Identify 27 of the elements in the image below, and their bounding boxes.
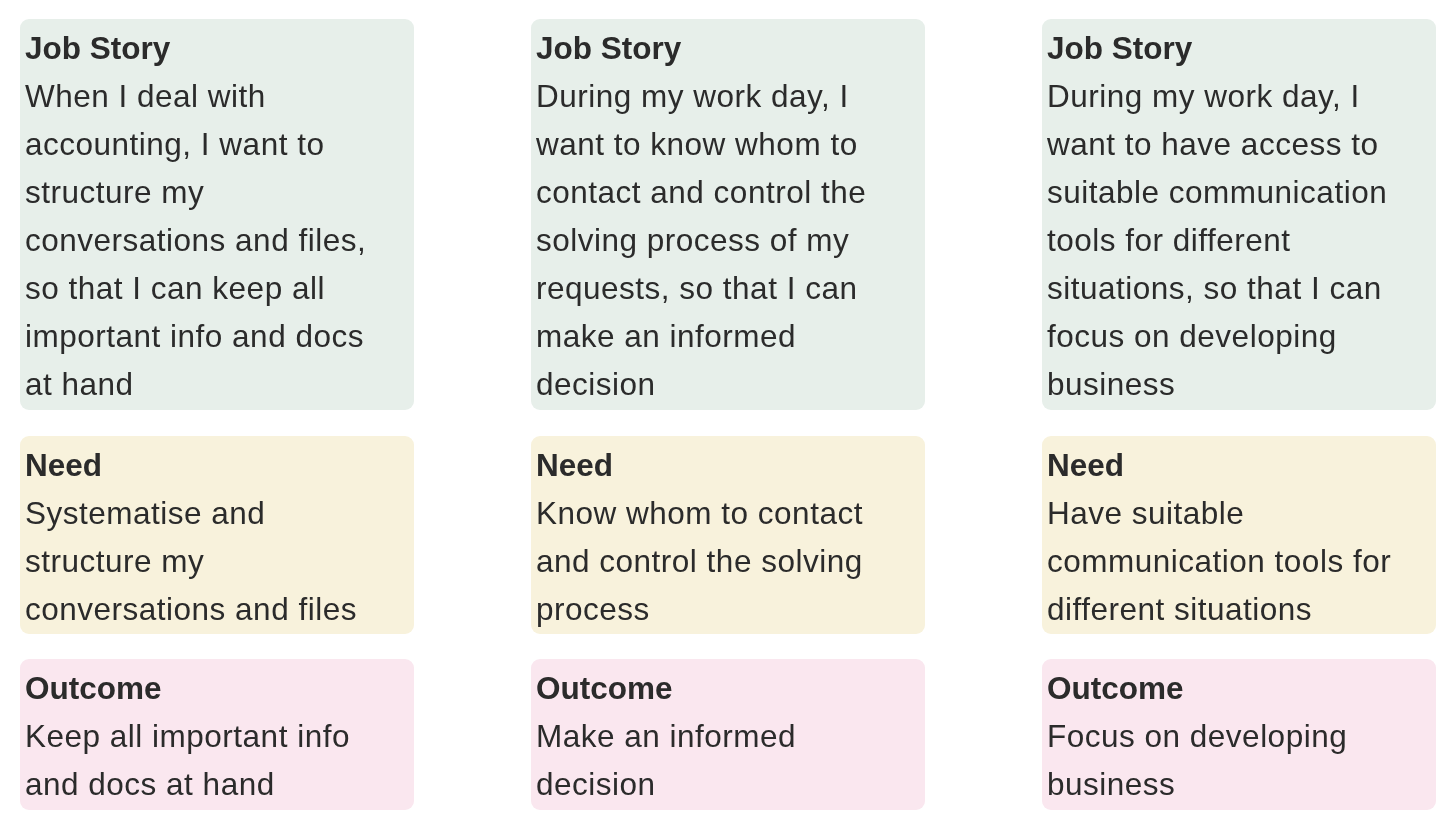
card-text: Focus on developing business [1047,717,1349,804]
note-card [1042,436,1436,634]
note-card [1042,19,1436,410]
card-text: Make an informed decision [536,717,798,804]
note-card [531,19,925,410]
card-heading: Outcome [536,669,673,708]
note-card [20,19,414,410]
card-text: When I deal with accounting, I want to structure my conversations and files, so that I can keep all important info and docs at hand [25,77,368,404]
card-text: Know whom to contact and control the solving process [536,494,864,629]
note-card [20,436,414,634]
card-heading: Job Story [25,29,171,68]
card-heading: Need [1047,446,1125,485]
card-text: Keep all important info and docs at hand [25,717,351,804]
card-heading: Job Story [1047,29,1193,68]
note-card [20,659,414,810]
card-text: During my work day, I want to have access to suitable communication tools for different situations, so that I can focus on developing business [1047,77,1389,404]
card-heading: Need [536,446,614,485]
note-card [1042,659,1436,810]
card-text: Systematise and structure my conversations and files [25,494,358,629]
card-heading: Job Story [536,29,682,68]
note-card [531,659,925,810]
note-card [531,436,925,634]
card-heading: Need [25,446,103,485]
card-heading: Outcome [1047,669,1184,708]
card-text: Have suitable communication tools for different situations [1047,494,1393,629]
card-text: During my work day, I want to know whom to contact and control the solving process of my requests, so that I can make an informed decision [536,77,868,404]
card-heading: Outcome [25,669,162,708]
